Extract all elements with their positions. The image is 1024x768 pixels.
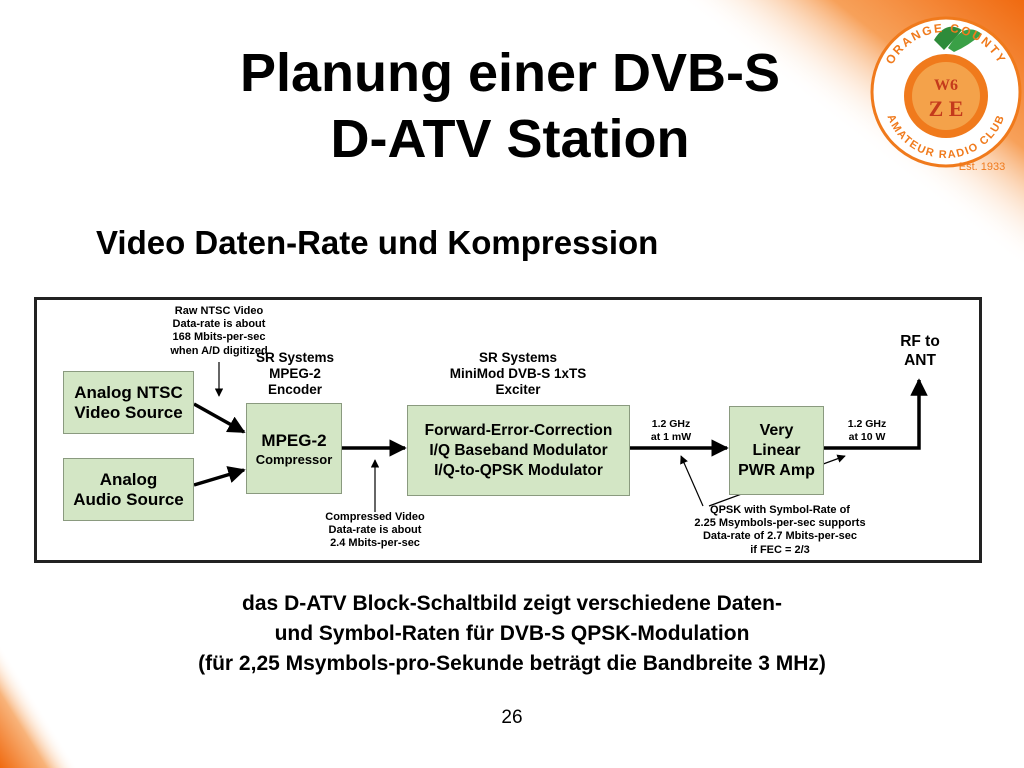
slide-subtitle: Video Daten-Rate und Kompression (96, 224, 659, 261)
raw-ntsc-note: Raw NTSC Video Data-rate is about 168 Mb… (149, 305, 289, 358)
page-number: 26 (501, 707, 523, 728)
amp-output-line-2: at 10 W (848, 430, 886, 443)
logo-callsign-top: W6 (934, 77, 958, 94)
block-diagram: Analog NTSC Video Source Analog Audio So… (34, 297, 982, 563)
caption-line-3: (für 2,25 Msymbols-pro-Sekunde beträgt d… (198, 652, 826, 675)
exciter-line-1: Forward-Error-Correction (424, 421, 613, 439)
raw-ntsc-note-line-3: 168 Mbits-per-sec (172, 331, 266, 344)
orange-icon (904, 26, 988, 138)
mpeg2-compressor-box: MPEG-2 Compressor (246, 403, 342, 494)
caption-line-2: und Symbol-Raten für DVB-S QPSK-Modulati… (274, 622, 750, 645)
exciter-modulator-box: Forward-Error-Correction I/Q Baseband Mo… (407, 405, 630, 496)
raw-ntsc-note-line-4: when A/D digitized (170, 344, 268, 357)
compressed-video-note: Compressed Video Data-rate is about 2.4 … (305, 511, 445, 551)
exciter-line-2: I/Q Baseband Modulator (429, 441, 608, 459)
analog-ntsc-line-1: Analog NTSC (74, 382, 183, 402)
analog-audio-source-box: Analog Audio Source (63, 458, 194, 521)
exciter-output-line-2: at 1 mW (650, 430, 692, 443)
club-logo: W6 Z E ORANGE COUNTY AMATEUR RADIO CLUB … (870, 16, 1022, 173)
slide-title-line-2: D-ATV Station (330, 109, 690, 169)
analog-audio-line-1: Analog (99, 469, 158, 489)
arrow-amp-to-ant (824, 378, 928, 450)
analog-audio-line-2: Audio Source (73, 489, 184, 509)
compressed-note-line-2: Data-rate is about (328, 524, 422, 537)
exciter-label: SR Systems MiniMod DVB-S 1xTS Exciter (427, 350, 609, 399)
encoder-label-line-3: Encoder (267, 382, 322, 398)
exciter-line-3: I/Q-to-QPSK Modulator (434, 461, 603, 479)
rf-to-ant-line-2: ANT (904, 351, 936, 369)
caption-line-1: das D-ATV Block-Schaltbild zeigt verschi… (242, 592, 782, 615)
qpsk-note-line-1: QPSK with Symbol-Rate of (710, 504, 850, 516)
encoder-label: SR Systems MPEG-2 Encoder (240, 350, 350, 399)
arrow-ntsc-to-mpeg2 (193, 402, 246, 434)
qpsk-note-line-4: if FEC = 2/3 (750, 543, 810, 556)
logo-callsign-bottom: Z E (929, 96, 964, 121)
mpeg2-line-1: MPEG-2 (261, 430, 327, 450)
raw-ntsc-note-line-2: Data-rate is about (172, 318, 266, 331)
slide-title: Planung einer DVB-S D-ATV Station (150, 40, 870, 172)
pointer-qpsk-left (680, 455, 704, 507)
slide-caption: das D-ATV Block-Schaltbild zeigt verschi… (80, 589, 944, 679)
exciter-label-line-1: SR Systems (478, 350, 558, 365)
amp-output-label: 1.2 GHz at 10 W (837, 418, 897, 443)
amp-output-line-1: 1.2 GHz (847, 418, 887, 430)
qpsk-note-line-2: 2.25 Msymbols-per-sec supports (694, 517, 866, 530)
rf-to-ant-line-1: RF to (900, 333, 940, 350)
analog-ntsc-line-2: Video Source (74, 402, 183, 422)
slide-title-line-1: Planung einer DVB-S (239, 43, 781, 103)
linear-power-amp-box: Very Linear PWR Amp (729, 406, 824, 495)
rf-to-ant-label: RF to ANT (887, 333, 953, 370)
amp-line-2: Linear (752, 441, 801, 459)
exciter-output-line-1: 1.2 GHz (651, 418, 691, 430)
exciter-label-line-2: MiniMod DVB-S 1xTS (449, 366, 587, 382)
exciter-output-label: 1.2 GHz at 1 mW (641, 418, 701, 443)
compressed-note-line-3: 2.4 Mbits-per-sec (330, 537, 420, 550)
arrow-audio-to-mpeg2 (193, 466, 246, 487)
amp-line-1: Very (759, 421, 794, 439)
qpsk-note-line-3: Data-rate of 2.7 Mbits-per-sec (702, 530, 858, 543)
logo-est: Est. 1933 (959, 161, 1005, 173)
amp-line-3: PWR Amp (738, 461, 815, 479)
encoder-label-line-2: MPEG-2 (269, 366, 321, 382)
compressed-note-line-1: Compressed Video (325, 511, 425, 523)
qpsk-note: QPSK with Symbol-Rate of 2.25 Msymbols-p… (665, 504, 895, 557)
mpeg2-line-2: Compressor (255, 451, 333, 467)
exciter-label-line-3: Exciter (495, 382, 541, 398)
analog-ntsc-video-source-box: Analog NTSC Video Source (63, 371, 194, 434)
raw-ntsc-note-line-1: Raw NTSC Video (174, 305, 264, 317)
encoder-label-line-1: SR Systems (255, 350, 335, 365)
